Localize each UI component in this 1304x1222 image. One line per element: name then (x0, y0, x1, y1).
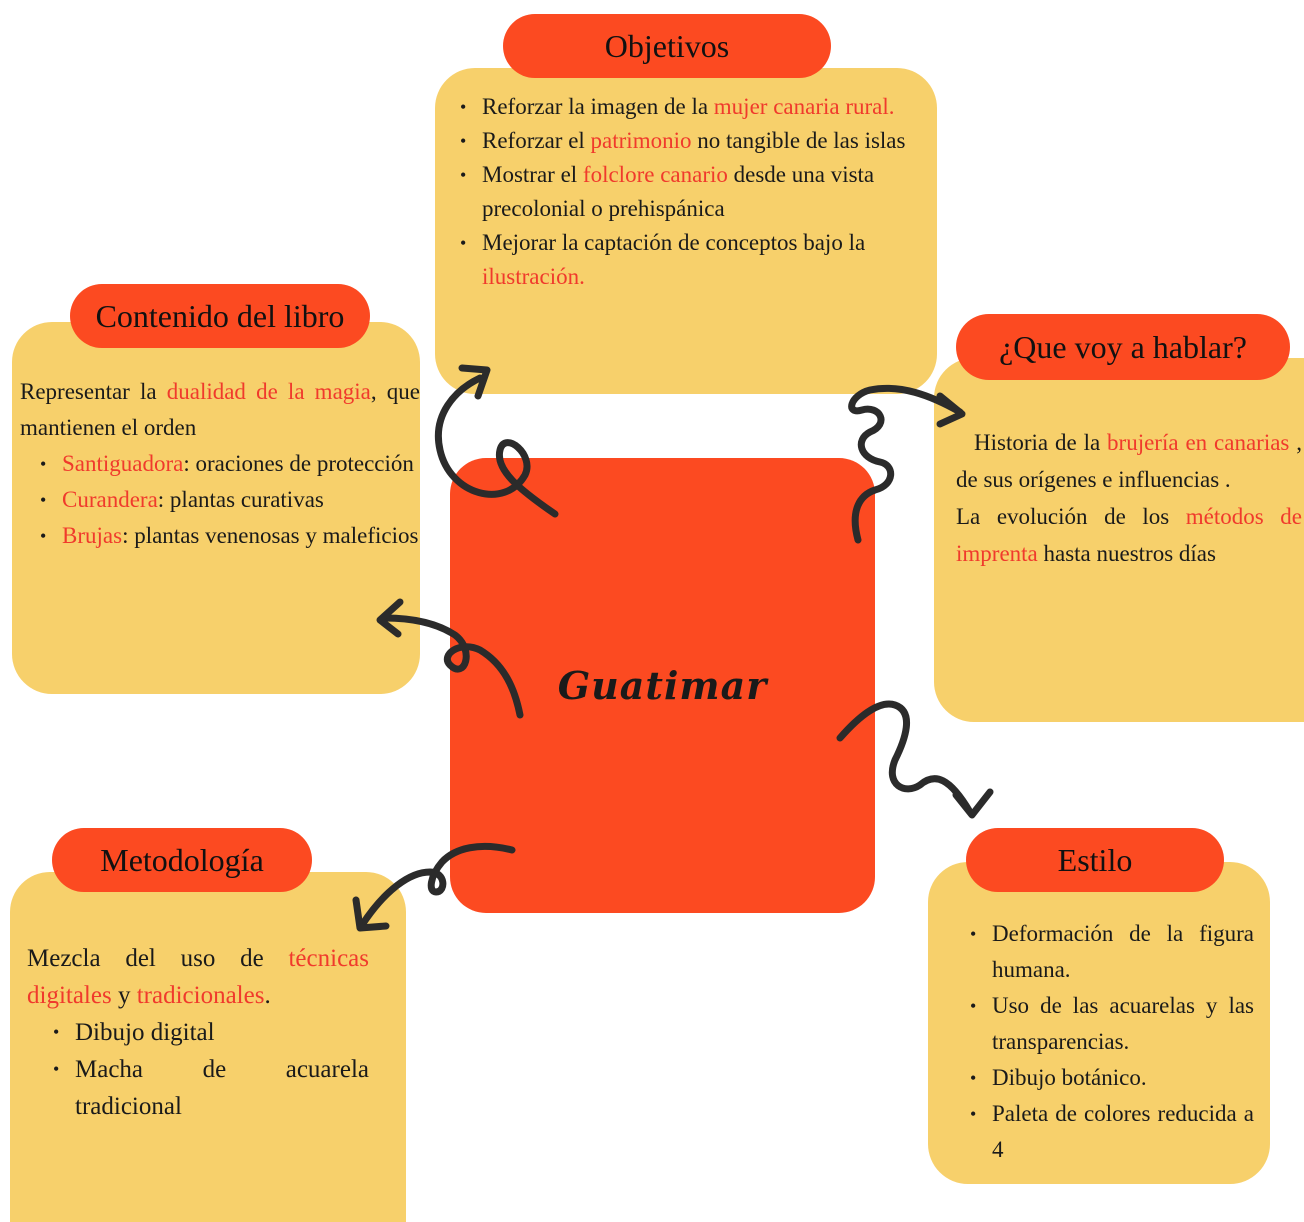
contenido-title: Contenido del libro (70, 284, 370, 348)
hablar-p1: Historia de la brujería en canarias , de… (956, 430, 1303, 492)
contenido-item: Brujas: plantas venenosas y maleficios (34, 518, 420, 554)
contenido-item: Curandera: plantas curativas (34, 482, 420, 518)
estilo-list: Deformación de la figura humana. Uso de … (964, 916, 1254, 1168)
hablar-text: Historia de la brujería en canarias , de… (956, 424, 1302, 572)
hablar-title: ¿Que voy a hablar? (956, 314, 1290, 380)
estilo-item: Uso de las acuarelas y las transparencia… (964, 988, 1254, 1060)
estilo-title: Estilo (966, 828, 1224, 892)
arrowhead-contenido (376, 598, 404, 638)
metodologia-title: Metodología (52, 828, 312, 892)
objetivos-item: Reforzar el patrimonio no tangible de la… (454, 124, 922, 158)
arrow-contenido (381, 614, 524, 719)
metodologia-item: Macha de acuarela tradicional (47, 1051, 369, 1125)
arrowhead-hablar (936, 392, 966, 428)
metodologia-item: Dibujo digital (47, 1014, 369, 1051)
contenido-item: Santiguadora: oraciones de protección (34, 446, 420, 482)
estilo-item: Dibujo botánico. (964, 1060, 1254, 1096)
arrow-estilo (836, 700, 974, 816)
arrow-hablar (848, 384, 964, 544)
central-title: Guatimar (557, 663, 768, 708)
contenido-text: Representar la dualidad de la magia, que… (20, 374, 420, 554)
estilo-item: Paleta de colores reducida a 4 (964, 1096, 1254, 1168)
arrow-metodologia (358, 842, 516, 929)
arrowhead-objetivos (458, 364, 491, 400)
metodologia-text: Mezcla del uso de técnicas digitales y t… (27, 940, 369, 1125)
arrowhead-metodologia (352, 896, 390, 932)
objetivos-item: Reforzar la imagen de la mujer canaria r… (454, 90, 922, 124)
central-node: Guatimar (450, 458, 875, 913)
objetivos-title: Objetivos (503, 14, 831, 78)
metodologia-intro: Mezcla del uso de técnicas digitales y t… (27, 945, 369, 1009)
objetivos-item: Mejorar la captación de conceptos bajo l… (454, 226, 922, 294)
hablar-p2: La evolución de los métodos de imprenta … (956, 504, 1302, 566)
objetivos-list: Reforzar la imagen de la mujer canaria r… (454, 90, 922, 294)
hablar-card (934, 358, 1304, 722)
arrow-objetivos (435, 374, 559, 518)
estilo-item: Deformación de la figura humana. (964, 916, 1254, 988)
contenido-intro: Representar la dualidad de la magia, que… (20, 379, 420, 440)
objetivos-item: Mostrar el folclore canario desde una vi… (454, 158, 922, 226)
arrowhead-estilo (952, 788, 994, 819)
